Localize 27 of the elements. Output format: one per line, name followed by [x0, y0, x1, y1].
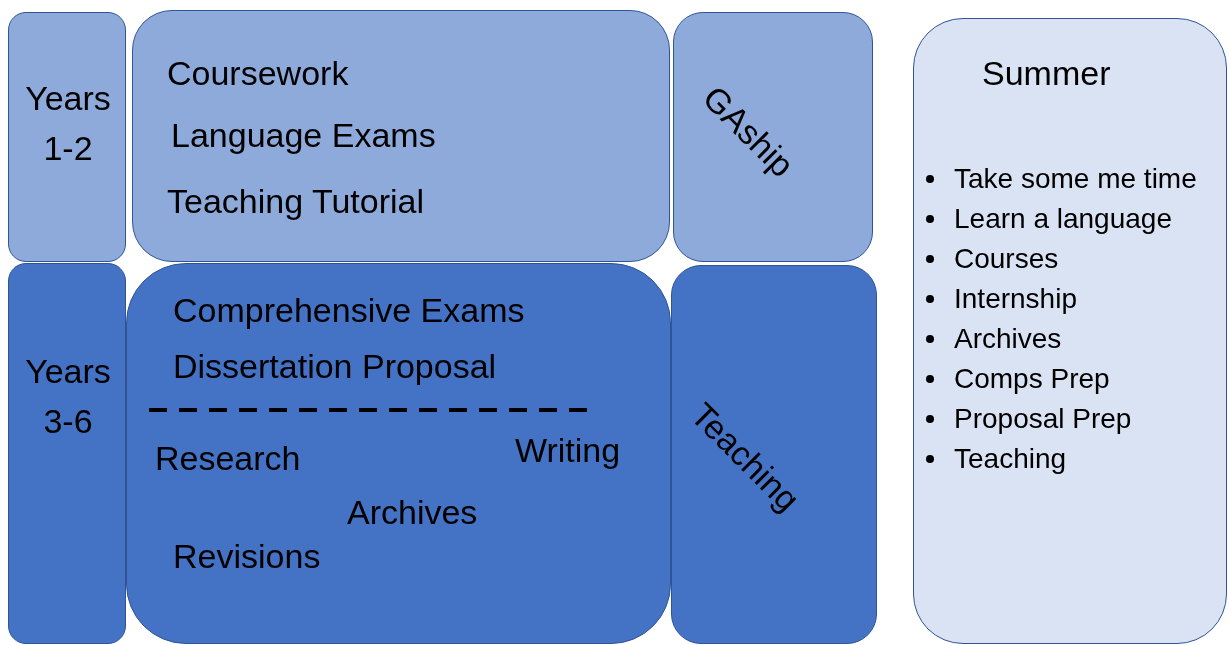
list-item-text: Archives [954, 322, 1062, 356]
rounded-panel [132, 10, 670, 262]
activity-label: Teaching Tutorial [167, 183, 425, 221]
list-item-text: Internship [954, 282, 1077, 316]
period-label: Years 1-2 [24, 78, 112, 169]
rounded-panel [671, 265, 877, 644]
rounded-panel [913, 18, 1227, 644]
list-item-text: Learn a language [954, 202, 1172, 236]
list-item-text: Teaching [954, 442, 1067, 476]
activity-label: Research [155, 440, 301, 478]
rounded-panel [8, 12, 126, 262]
rounded-panel [126, 263, 671, 644]
activity-label: Writing [515, 432, 621, 470]
activity-label: Language Exams [171, 117, 436, 155]
list-item-text: Courses [954, 242, 1059, 276]
rounded-panel [8, 263, 126, 644]
activity-label: Revisions [173, 538, 321, 576]
rounded-panel [673, 12, 873, 262]
activity-label: Comprehensive Exams [173, 292, 525, 330]
period-label: Years 3-6 [24, 351, 112, 442]
list-item-text: Proposal Prep [954, 402, 1132, 436]
list-item-text: Comps Prep [954, 362, 1110, 396]
activity-label: Dissertation Proposal [173, 348, 497, 386]
heading: Summer [982, 55, 1111, 93]
activity-label: Coursework [167, 55, 349, 93]
list-item-text: Take some me time [954, 162, 1197, 196]
activity-label: Archives [347, 494, 478, 532]
